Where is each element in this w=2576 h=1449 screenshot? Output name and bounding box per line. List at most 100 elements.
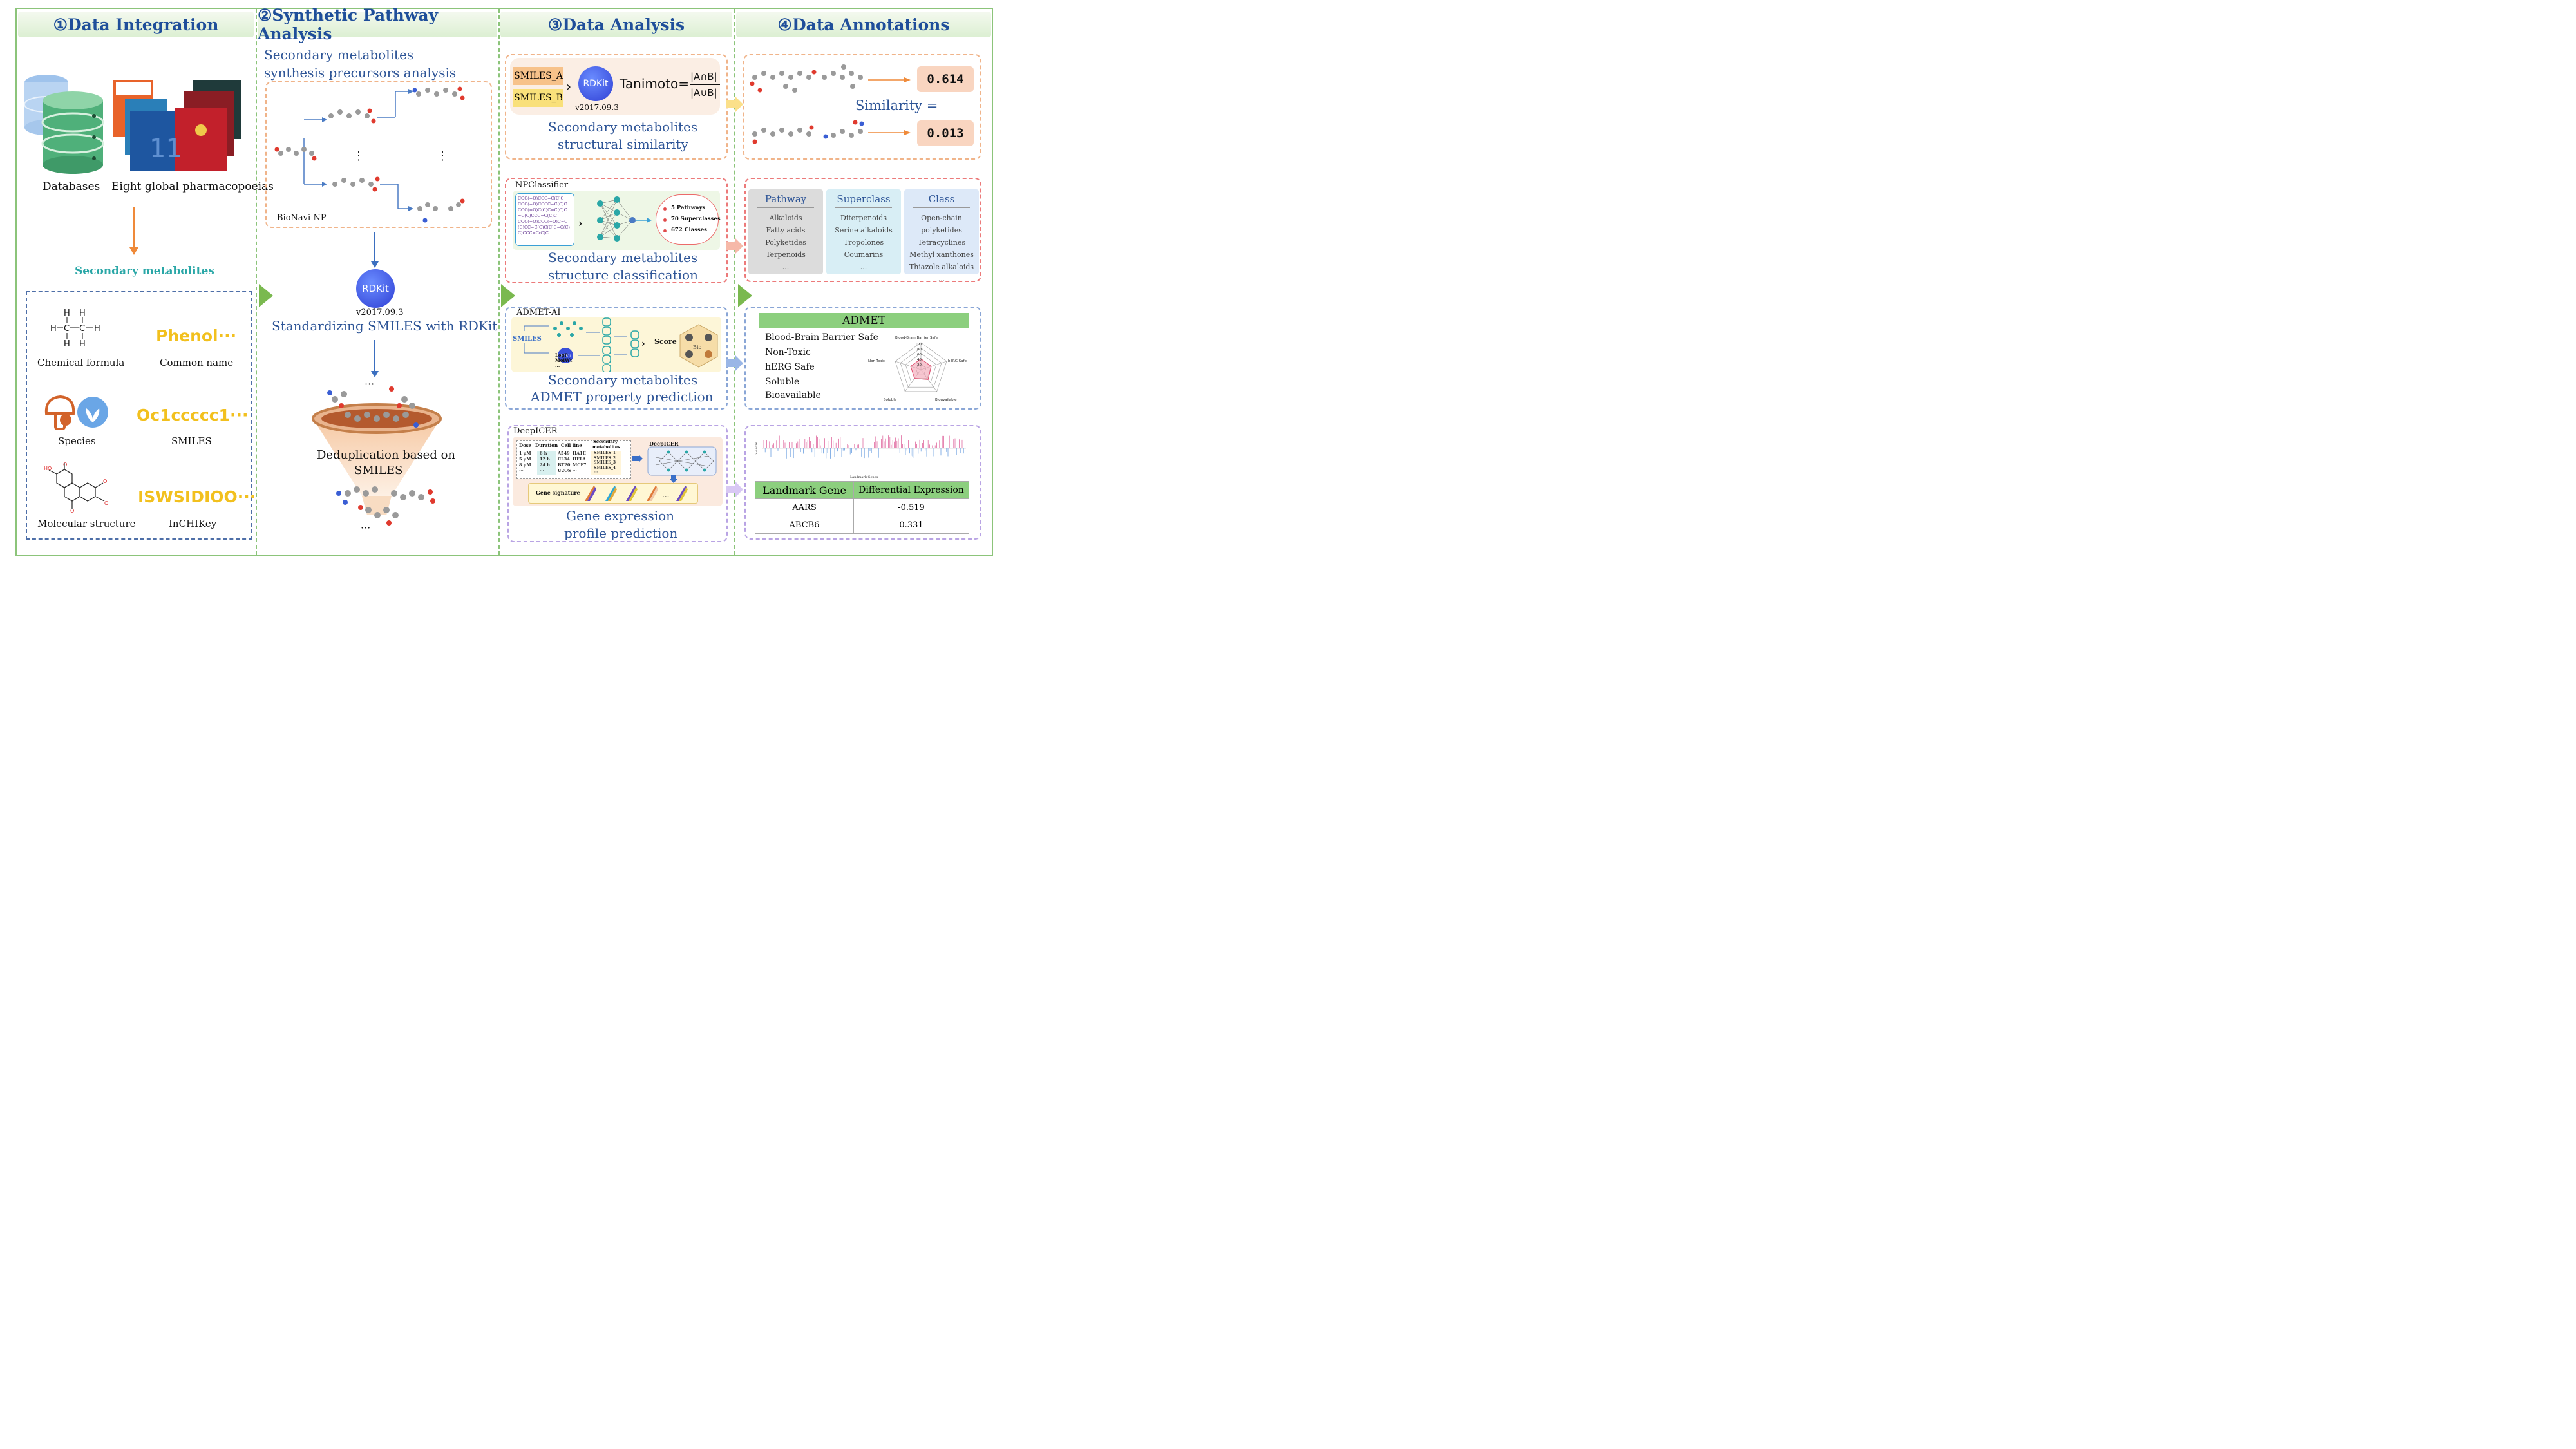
molecular-structure-label: Molecular structure <box>37 518 136 529</box>
down-arrow-icon <box>129 207 138 255</box>
admet-smiles-label: SMILES <box>513 336 542 343</box>
molecule-pairs-diagram <box>750 64 911 144</box>
arrow-down-icon <box>670 475 677 483</box>
column-divider <box>256 9 257 555</box>
svg-text:...: ... <box>662 490 669 499</box>
header-cell-line: Cell line <box>561 442 582 448</box>
gene-expression-barcode-chart: Landmark Genes Z-Score <box>755 435 966 479</box>
smiles-label: SMILES <box>171 435 212 447</box>
metabolite-info-box <box>26 291 252 540</box>
radar-tick: 20 <box>917 363 922 367</box>
table-row: AARS -0.519 <box>755 498 969 516</box>
class-column: Class Open-chain polyketides Tetracyclin… <box>904 189 979 283</box>
classification-result-box <box>744 178 981 282</box>
result-pathways: 5 Pathways <box>671 205 706 211</box>
dedup-funnel-diagram <box>312 386 442 515</box>
rdkit-version: v2017.09.3 <box>356 308 404 317</box>
radar-tick: 80 <box>917 348 922 352</box>
gene-cell: ABCB6 <box>755 516 854 534</box>
radar-tick: 60 <box>917 353 922 357</box>
svg-text:11: 11 <box>149 134 182 164</box>
inchikey-label: InCHIKey <box>169 518 217 529</box>
pharmacopoeias-label: Eight global pharmacopoeias <box>111 180 274 193</box>
expression-header: Differential Expression <box>853 481 969 499</box>
similarity-title-line1: Secondary metabolites <box>548 119 698 135</box>
deepicer-model-label: DeepICER <box>649 440 679 447</box>
expression-cell: 0.331 <box>853 516 969 534</box>
metabolites-highlight <box>591 451 621 475</box>
down-arrow-icon <box>371 340 379 377</box>
admet-prop-herg: hERG Safe <box>765 362 815 372</box>
admet-radar-chart: Blood-Brain Barrier Safe hERG Safe Bioav… <box>868 336 967 402</box>
header-dose: Dose <box>519 442 532 448</box>
svg-text:O: O <box>63 462 67 468</box>
admet-box <box>505 307 728 410</box>
svg-text:H: H <box>79 308 86 318</box>
bionavi-label: BioNavi-NP <box>277 213 327 223</box>
prop-logp: LogP <box>555 352 568 358</box>
gene-title-line2: profile prediction <box>564 526 678 541</box>
pharmacopoeia-books-image: 11 <box>113 80 241 171</box>
radar-axis-bbb: Blood-Brain Barrier Safe <box>895 336 938 340</box>
score-hexagon-diagram: Bio <box>679 324 718 368</box>
svg-text:Bio: Bio <box>693 345 701 350</box>
admet-result-box <box>744 307 981 410</box>
admet-ai-label: ADMET-AI <box>516 308 561 317</box>
smiles-sample: Oc1ccccc1··· <box>137 406 249 424</box>
duration-highlight <box>537 451 556 475</box>
prop-molwt: MolWt <box>555 357 573 363</box>
gene-signature-label: Gene signature <box>536 489 580 496</box>
result-superclasses: 70 Superclasses <box>671 216 721 222</box>
bullet-icon <box>663 218 667 222</box>
admet-result-title: ADMET <box>759 313 969 328</box>
radar-grid-ring <box>905 353 937 383</box>
fraction-bar <box>690 84 720 85</box>
result-classes: 672 Classes <box>671 227 707 233</box>
svg-text:O: O <box>70 508 74 513</box>
arrow-right-icon <box>726 355 743 371</box>
dedup-top-ellipsis: ··· <box>365 378 375 390</box>
bullet-icon <box>663 229 667 232</box>
similarity-title-line2: structural similarity <box>558 137 688 152</box>
flow-chevron-icon <box>501 284 515 307</box>
radar-axis-soluble: Soluble <box>884 398 897 402</box>
header-synthetic-pathway: ②Synthetic Pathway Analysis <box>258 6 497 43</box>
bionavi-box <box>265 81 492 228</box>
expression-cell: -0.519 <box>853 498 969 516</box>
admet-prop-nontoxic: Non-Toxic <box>765 347 811 357</box>
similarity-label: Similarity = <box>855 98 938 113</box>
figure-frame <box>15 8 993 556</box>
svg-text:H: H <box>64 339 70 349</box>
radar-axis-herg: hERG Safe <box>948 359 967 363</box>
superclass-column: Superclass Diterpenoids Serine alkaloids… <box>826 189 901 274</box>
dedup-label-line1: Deduplication based on <box>317 448 456 462</box>
dedup-bottom-ellipsis: ··· <box>361 522 371 534</box>
radar-tick: 40 <box>917 358 922 362</box>
gene-header: Landmark Gene <box>755 481 854 499</box>
secondary-metabolites-title: Secondary metabolites <box>75 265 214 278</box>
svg-text:H: H <box>64 308 70 318</box>
gene-result-box <box>744 425 981 540</box>
radar-tick: 100 <box>915 343 922 346</box>
svg-text:H: H <box>79 339 86 349</box>
gene-yaxis-label: Z-Score <box>755 442 759 455</box>
admet-prop-soluble: Soluble <box>765 377 800 387</box>
svg-text:H: H <box>50 324 57 334</box>
deepicer-model-diagram <box>647 446 717 476</box>
database-icon <box>24 75 104 174</box>
smiles-a-box: SMILES_A <box>513 67 564 85</box>
common-name-label: Common name <box>160 357 234 368</box>
svg-text:HO: HO <box>44 466 52 471</box>
pathway-tree-diagram: ⋮ ⋮ <box>274 86 465 223</box>
pathway-column: Pathway Alkaloids Fatty acids Polyketide… <box>748 189 823 274</box>
flow-chevron-icon <box>738 284 752 307</box>
radar-grid-ring <box>900 348 942 388</box>
rdkit-logo: RDKit <box>356 269 395 308</box>
species-icon <box>44 395 108 430</box>
score-label: Score <box>654 337 677 346</box>
